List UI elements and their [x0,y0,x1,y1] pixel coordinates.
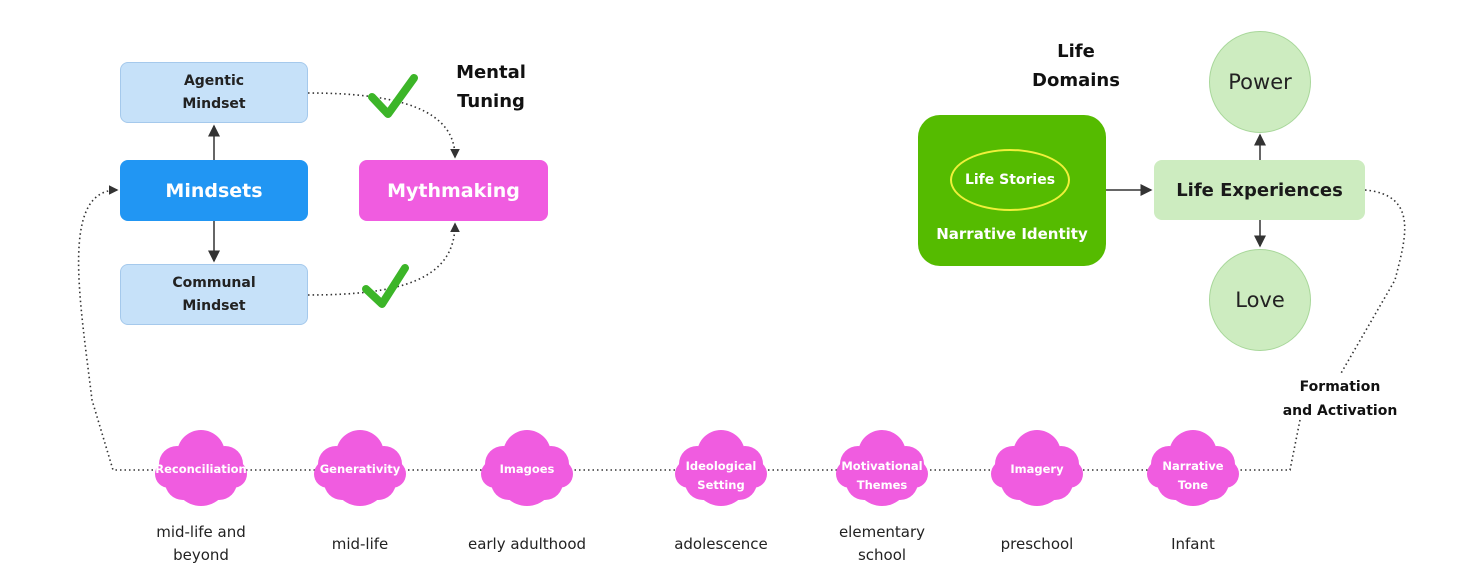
life-experiences-box[interactable]: Life Experiences [1154,160,1365,220]
cloud-shape [155,430,247,506]
stage-cloud[interactable]: Motivational Themes [827,457,937,495]
communal-label: Mindset [182,297,246,314]
dotted-communal-myth [307,222,460,296]
check-icon [368,74,418,118]
dotted-agentic-myth [307,92,460,159]
stage-cloud[interactable]: Ideological Setting [666,457,776,495]
stage-age-label: early adulthood [467,535,587,553]
cloud-shape [991,430,1083,506]
stage-cloud[interactable]: Imagery [982,460,1092,479]
stage-cloud[interactable]: Narrative Tone [1138,457,1248,495]
stage-cloud[interactable]: Generativity [305,460,415,479]
stage-cloud-label: Tone [1177,478,1209,492]
agentic-label: Agentic [183,72,245,89]
life-stories-label: Life Stories [964,172,1056,188]
stage-age-label: adolescence [674,535,768,553]
stage-cloud-label: Reconciliation [155,462,247,476]
check-icon [362,264,409,308]
stage-age-label: preschool [1000,535,1074,553]
stage-cloud-label: Imagoes [499,462,555,476]
power-circle[interactable]: Power [1209,31,1311,133]
mythmaking-label: Mythmaking [387,179,520,202]
narrative-identity-box[interactable]: Life Stories Narrative Identity [918,115,1106,266]
stage-cloud[interactable]: Reconciliation [146,460,256,479]
narrative-identity-label: Narrative Identity [936,225,1088,243]
agentic-mindset-box[interactable]: Agentic Mindset [120,62,308,123]
stage-cloud[interactable]: Imagoes [472,460,582,479]
stage-cloud-label: Imagery [1010,462,1064,476]
mythmaking-box[interactable]: Mythmaking [359,160,548,221]
life-experiences-label: Life Experiences [1176,179,1343,201]
stage-cloud-label: Narrative [1162,459,1224,473]
stage-cloud-label: Setting [697,478,745,492]
mindsets-label: Mindsets [165,179,263,202]
stage-cloud-label: Generativity [319,462,401,476]
love-circle[interactable]: Love [1209,249,1311,351]
stage-cloud-label: Themes [856,478,908,492]
love-label: Love [1235,288,1285,312]
cloud-shape [836,430,928,506]
cloud-shape [314,430,406,506]
stage-cloud-label: Motivational [841,459,923,473]
cloud-shape [1147,430,1239,506]
dotted-timeline [77,190,1406,471]
communal-mindset-box[interactable]: Communal Mindset [120,264,308,325]
communal-label: Communal [172,274,256,291]
stage-cloud-label: Ideological [685,459,757,473]
cloud-shape [675,430,767,506]
stage-age-label: Infant [1171,535,1215,553]
power-label: Power [1228,70,1292,94]
stage-age-label: mid-life [331,535,389,553]
mindsets-box[interactable]: Mindsets [120,160,308,221]
cloud-shape [481,430,573,506]
agentic-label: Mindset [182,95,246,112]
life-stories-ellipse: Life Stories [950,149,1070,211]
